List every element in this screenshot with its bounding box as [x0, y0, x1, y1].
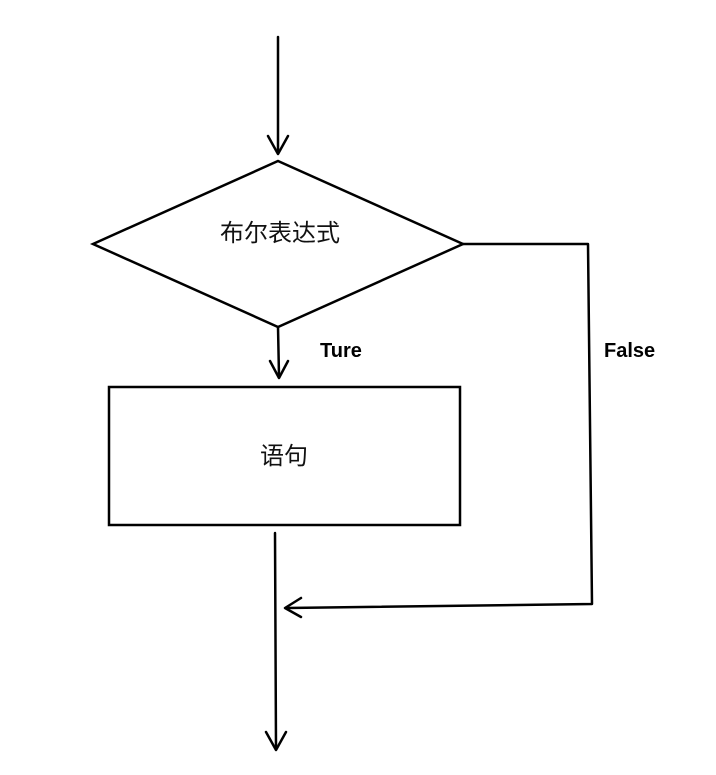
false-branch-line — [283, 242, 594, 619]
statement-box — [107, 385, 462, 527]
statement-label: 语句 — [260, 442, 308, 470]
true-label: Ture — [320, 340, 362, 362]
condition-node: 布尔表达式 — [89, 159, 467, 329]
true-branch-arrow — [268, 325, 290, 380]
statement-node: 语句 — [107, 385, 462, 527]
false-label: False — [604, 340, 655, 362]
condition-label: 布尔表达式 — [220, 219, 340, 247]
exit-arrow — [264, 531, 288, 752]
entry-arrow — [266, 35, 290, 156]
